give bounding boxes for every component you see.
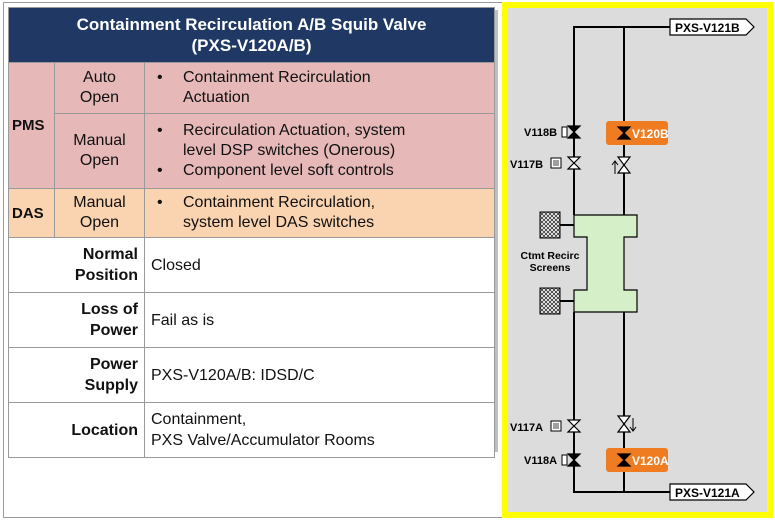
normal-position-label: Normal Position [8, 237, 145, 293]
recirc-screens: Ctmt Recirc Screens [521, 211, 638, 315]
title-line-1: Containment Recirculation A/B Squib Valv… [76, 15, 427, 34]
normal-position-label-line-2: Position [74, 267, 138, 284]
label-v118a: V118A [524, 455, 557, 467]
power-supply-label-line-1: Power [89, 356, 138, 373]
power-supply-label-line-2: Supply [84, 377, 138, 394]
connector-bottom-label: PXS-V121A [675, 486, 740, 500]
das-item-line-1: Containment Recirculation, [183, 194, 376, 211]
screen-label-line-1: Ctmt Recirc [521, 250, 580, 262]
pms-manual-item-1-line-2: level DSP switches (Onerous) [183, 142, 396, 159]
pms-manual-item-1-line-1: Recirculation Actuation, system [183, 122, 406, 139]
das-actions: Containment Recirculation, system level D… [143, 188, 496, 238]
valve-info-table: Containment Recirculation A/B Squib Valv… [7, 7, 496, 458]
valve-v117b: V117B [510, 156, 582, 171]
valve-v117a: V117A [510, 419, 582, 434]
das-mode-line-2: Open [79, 214, 120, 231]
connector-bottom: PXS-V121A [669, 483, 755, 501]
normal-position-label-line-1: Normal [82, 246, 138, 263]
valve-v120a: V120A [606, 448, 669, 472]
das-item-line-2: system level DAS switches [183, 214, 375, 231]
pms-auto-item-line-2: Actuation [183, 89, 250, 106]
pipe-left-top [573, 26, 670, 215]
pms-auto-mode-line-2: Open [79, 89, 120, 106]
pms-manual-mode-line-1: Manual [73, 132, 126, 149]
valve-v118b: V118B [524, 125, 582, 139]
pms-manual-actions: Recirculation Actuation, system level DSP… [143, 113, 496, 189]
das-label: DAS [8, 188, 55, 238]
loss-of-power-label-line-2: Power [89, 322, 138, 339]
pipe-left-bottom [573, 312, 670, 493]
das-mode: Manual Open [54, 188, 145, 238]
location-value-line-1: Containment, [151, 411, 247, 428]
connector-top-label: PXS-V121B [675, 21, 740, 35]
table-title: Containment Recirculation A/B Squib Valv… [7, 7, 496, 63]
check-valve-bottom [616, 415, 637, 433]
diagram-highlight-border: PXS-V121B PXS-V121A V118B V117B V120B [502, 2, 773, 518]
normal-position-value: Closed [143, 237, 496, 293]
loss-of-power-value: Fail as is [143, 292, 496, 348]
label-v117b: V117B [510, 159, 543, 171]
pms-manual-item-2: Component level soft controls [151, 161, 488, 181]
location-value-line-2: PXS Valve/Accumulator Rooms [151, 432, 375, 449]
pms-label: PMS [8, 62, 55, 189]
label-v120b: V120B [632, 127, 669, 141]
pms-auto-mode-line-1: Auto [83, 69, 116, 86]
loss-of-power-label-line-1: Loss of [81, 301, 138, 318]
label-v117a: V117A [510, 422, 543, 434]
location-value: Containment, PXS Valve/Accumulator Rooms [143, 402, 496, 458]
power-supply-value: PXS-V120A/B: IDSD/C [143, 347, 496, 403]
das-item: Containment Recirculation, system level D… [151, 193, 488, 233]
loss-of-power-label: Loss of Power [8, 292, 145, 348]
connector-top: PXS-V121B [669, 18, 755, 36]
valve-v118a: V118A [524, 453, 582, 467]
pms-manual-mode: Manual Open [54, 113, 145, 189]
valve-v120b: V120B [606, 121, 669, 145]
label-v120a: V120A [632, 454, 669, 468]
location-label: Location [8, 402, 145, 458]
title-line-2: (PXS-V120A/B) [191, 36, 312, 55]
piping-diagram: PXS-V121B PXS-V121A V118B V117B V120B [510, 18, 755, 501]
power-supply-label: Power Supply [8, 347, 145, 403]
pms-manual-item-1: Recirculation Actuation, system level DSP… [151, 121, 488, 161]
check-valve-top [611, 156, 632, 174]
das-mode-line-1: Manual [73, 194, 126, 211]
screen-label-line-2: Screens [530, 262, 571, 274]
pms-manual-mode-line-2: Open [79, 152, 120, 169]
label-v118b: V118B [524, 127, 557, 139]
pms-auto-mode: Auto Open [54, 62, 145, 114]
pms-auto-item-line-1: Containment Recirculation [183, 69, 371, 86]
